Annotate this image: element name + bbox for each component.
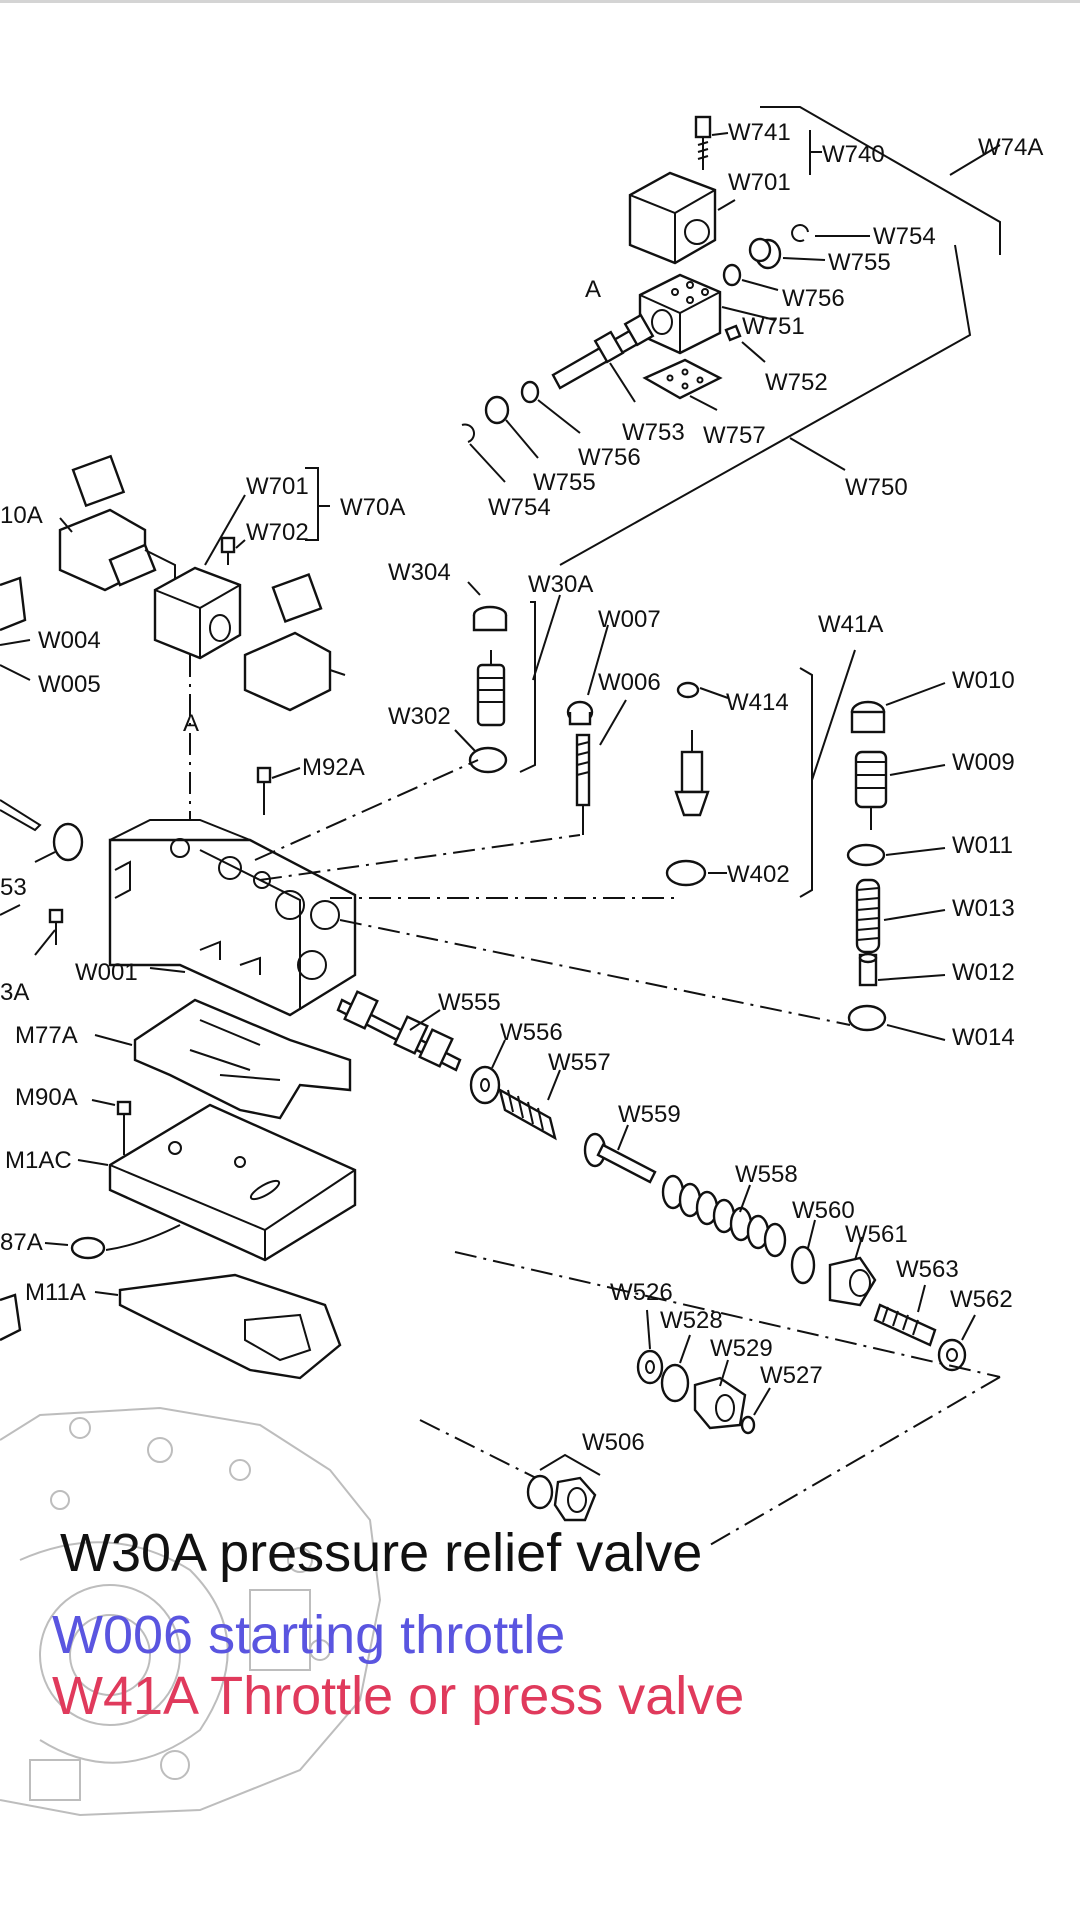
label-w527: W527 [760, 1362, 823, 1389]
label-w012: W012 [952, 959, 1015, 986]
label-w756-lower: W756 [578, 444, 641, 471]
w526-parts-group [419, 1251, 1001, 1546]
label-3a: 3A [0, 979, 29, 1006]
label-a-middle: A [183, 710, 199, 737]
main-valve-body [0, 759, 851, 1026]
w70a-solenoid-assembly [0, 454, 346, 820]
label-m90a: M90A [15, 1084, 78, 1111]
label-w563: W563 [896, 1256, 959, 1283]
label-w740: W740 [822, 141, 885, 168]
label-w756-upper: W756 [782, 285, 845, 312]
label-w752: W752 [765, 369, 828, 396]
label-w009: W009 [952, 749, 1015, 776]
label-w757: W757 [703, 422, 766, 449]
label-w74a: W74A [978, 134, 1043, 161]
label-w013: W013 [952, 895, 1015, 922]
w006-starting-throttle-parts [566, 624, 627, 835]
top-edge-line [0, 0, 1080, 3]
label-10a: 10A [0, 502, 43, 529]
label-w005: W005 [38, 671, 101, 698]
w30a-relief-valve-parts [454, 581, 561, 774]
label-w010: W010 [952, 667, 1015, 694]
caption-pressure-relief-valve: W30A pressure relief valve [60, 1523, 703, 1583]
label-w004: W004 [38, 627, 101, 654]
label-w701-middle: W701 [246, 473, 309, 500]
label-w559: W559 [618, 1101, 681, 1128]
label-w528: W528 [660, 1307, 723, 1334]
cover-plate-m1ac [0, 1099, 357, 1380]
label-m11a: M11A [25, 1279, 86, 1306]
w558-washer-stack [661, 1174, 787, 1258]
label-53: 53 [0, 874, 27, 901]
label-w561: W561 [845, 1221, 908, 1248]
label-m77a: M77A [15, 1022, 78, 1049]
label-w555: W555 [438, 989, 501, 1016]
callout-labels: W741 W740 W74A W701 W754 W755 W756 A W75… [0, 119, 1043, 1456]
label-w750: W750 [845, 474, 908, 501]
caption-starting-throttle: W006 starting throttle [52, 1605, 566, 1665]
label-w753: W753 [622, 419, 685, 446]
label-w755-upper: W755 [828, 249, 891, 276]
w74a-valve-assembly [461, 106, 1001, 566]
caption-throttle-or-press-valve: W41A Throttle or press valve [52, 1666, 745, 1726]
label-w41a: W41A [818, 611, 883, 638]
label-w751: W751 [742, 313, 805, 340]
label-w014: W014 [952, 1024, 1015, 1051]
label-m92a: M92A [302, 754, 365, 781]
label-w414: W414 [726, 689, 789, 716]
label-w007: W007 [598, 606, 661, 633]
label-w006: W006 [598, 669, 661, 696]
label-w562: W562 [950, 1286, 1013, 1313]
label-w302: W302 [388, 703, 451, 730]
label-w558: W558 [735, 1161, 798, 1188]
w555-spool-train [336, 990, 976, 1372]
label-w526: W526 [610, 1279, 673, 1306]
label-w70a: W70A [340, 494, 405, 521]
label-87a: 87A [0, 1229, 43, 1256]
label-w402: W402 [727, 861, 790, 888]
label-w702: W702 [246, 519, 309, 546]
label-w304: W304 [388, 559, 451, 586]
label-w755-lower: W755 [533, 469, 596, 496]
label-m1ac: M1AC [5, 1147, 72, 1174]
label-w30a: W30A [528, 571, 593, 598]
gasket-m77a [94, 998, 352, 1120]
label-w701-upper: W701 [728, 169, 791, 196]
label-w741: W741 [728, 119, 791, 146]
label-a-upper: A [585, 276, 601, 303]
label-w560: W560 [792, 1197, 855, 1224]
label-w529: W529 [710, 1335, 773, 1362]
label-w556: W556 [500, 1019, 563, 1046]
w41a-throttle-valve-parts [665, 649, 946, 1041]
label-w754-upper: W754 [873, 223, 936, 250]
label-w557: W557 [548, 1049, 611, 1076]
label-w754-lower: W754 [488, 494, 551, 521]
pump-housing-ghost [0, 1406, 382, 1817]
label-w001: W001 [75, 959, 138, 986]
label-w011: W011 [952, 832, 1013, 859]
label-w506: W506 [582, 1429, 645, 1456]
